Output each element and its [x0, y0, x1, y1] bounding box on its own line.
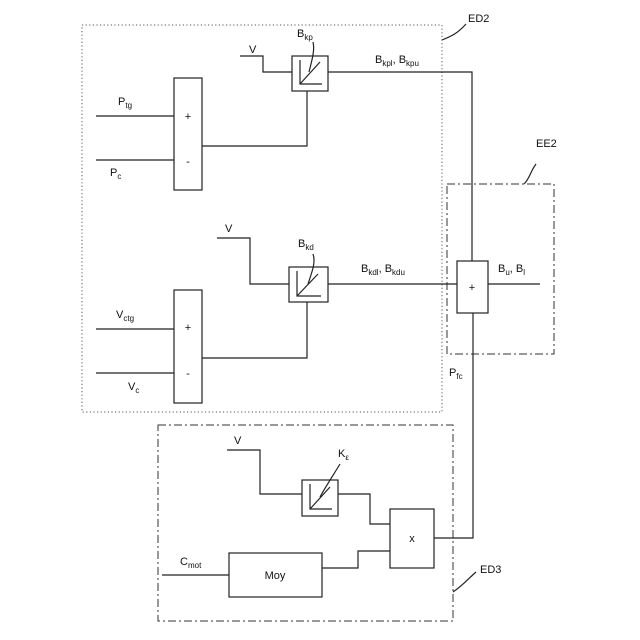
bkp-output-label: Bkpl, Bkpu [375, 54, 419, 68]
ke-to-mult-wire [338, 494, 390, 524]
sum-top-to-bkp-wire [202, 91, 307, 146]
multiplier-label: x [409, 533, 415, 545]
ee2-label: EE2 [536, 138, 557, 150]
ed2-label: ED2 [468, 13, 489, 25]
sum-final-plus: + [469, 282, 475, 294]
ed2-leader-line [442, 24, 466, 40]
c-mot-label: Cmot [180, 556, 202, 570]
ed2-boundary [82, 25, 442, 412]
ed3-label: ED3 [480, 564, 501, 576]
bkd-label: Bkd [298, 238, 314, 252]
sum-mid-minus: - [186, 368, 190, 380]
sum-top-plus: + [185, 111, 191, 123]
bkp-output-wire [328, 72, 472, 261]
ee2-leader-line [524, 164, 536, 184]
ed3-leader-line [453, 572, 476, 592]
sum-mid-to-bkd-wire [202, 302, 307, 358]
v-ctg-label: Vctg [116, 309, 134, 323]
p-c-label: Pc [110, 167, 121, 181]
v-top-wire [240, 56, 292, 72]
moy-to-mult-wire [322, 551, 390, 568]
sum-block-top [174, 78, 202, 190]
v-bottom-wire [227, 450, 302, 494]
v-bottom-label: V [234, 435, 242, 447]
sum-mid-plus: + [185, 322, 191, 334]
v-mid-label: V [225, 223, 233, 235]
p-tg-label: Ptg [118, 96, 132, 110]
bkd-output-label: Bkdl, Bkdu [361, 263, 405, 277]
v-top-label: V [249, 44, 257, 56]
v-mid-wire [217, 238, 289, 284]
final-output-label: Bu, Bl [498, 263, 525, 277]
moy-label: Moy [265, 570, 286, 582]
pfc-label: Pfc [449, 367, 463, 381]
sum-top-minus: - [186, 156, 190, 168]
sum-block-mid [174, 290, 202, 403]
bkp-label: Bkp [297, 28, 313, 42]
ke-label: Kε [338, 448, 349, 462]
v-c-label: Vc [128, 381, 139, 395]
